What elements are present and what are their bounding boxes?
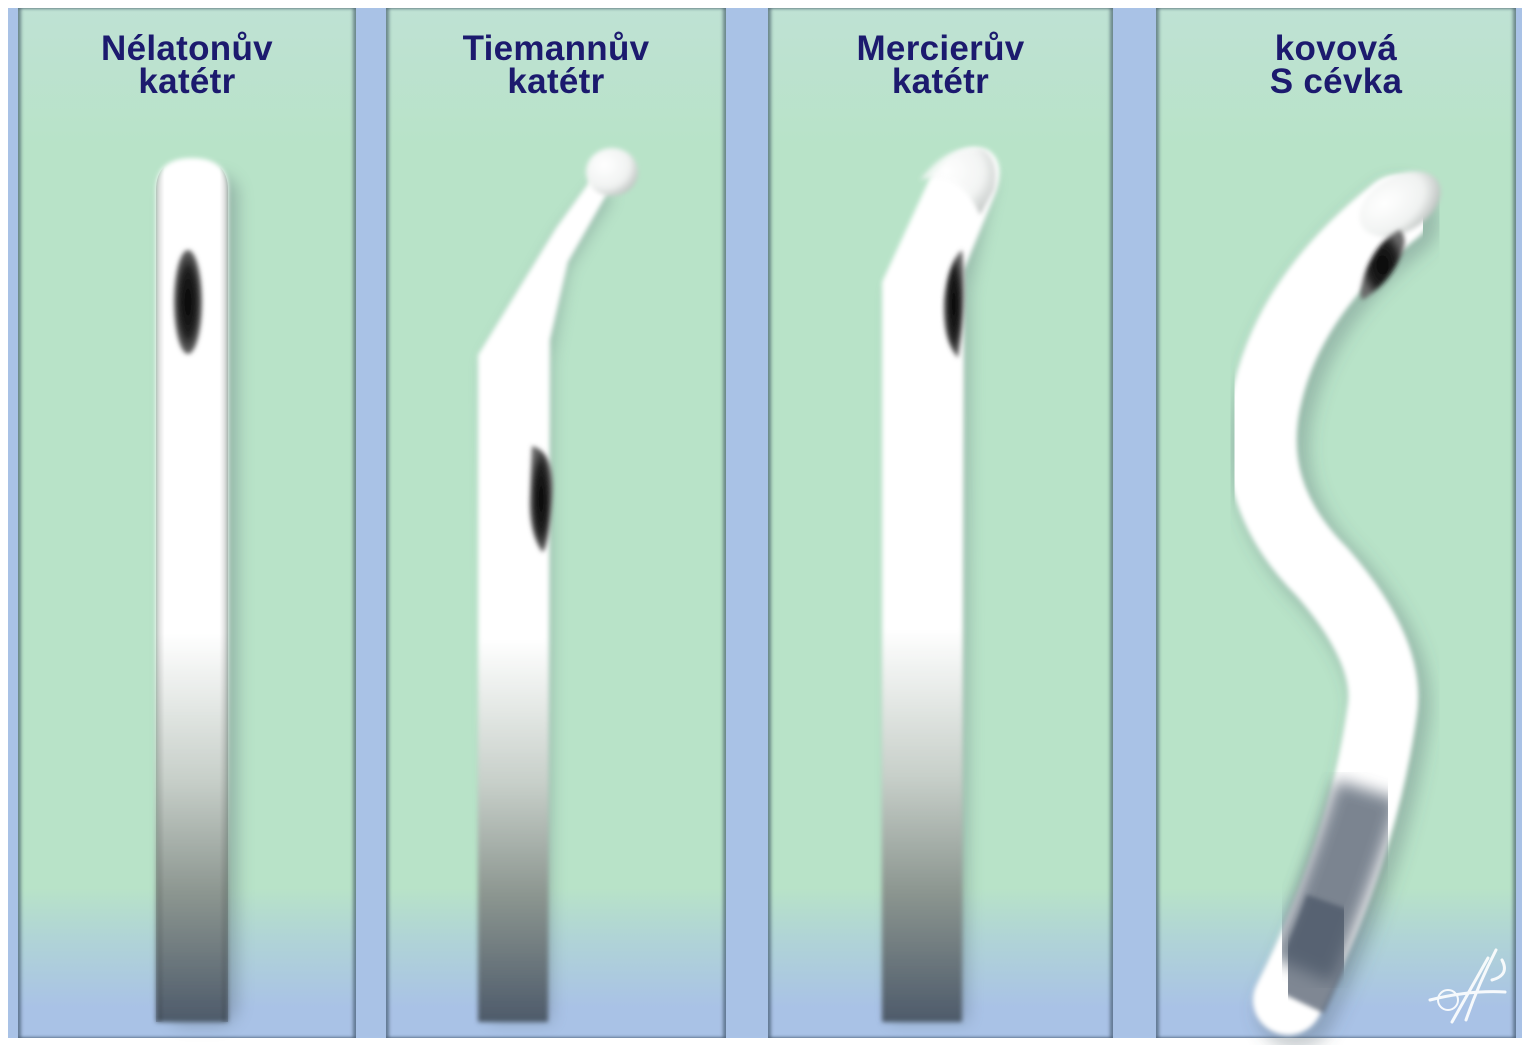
- tiemann-catheter: [478, 148, 638, 1022]
- mercier-catheter: [882, 147, 1000, 1022]
- s-catheter: [1262, 158, 1452, 1010]
- nelaton-catheter: [156, 158, 238, 1025]
- signature-logo: [1430, 950, 1505, 1022]
- eye-hole: [174, 250, 202, 354]
